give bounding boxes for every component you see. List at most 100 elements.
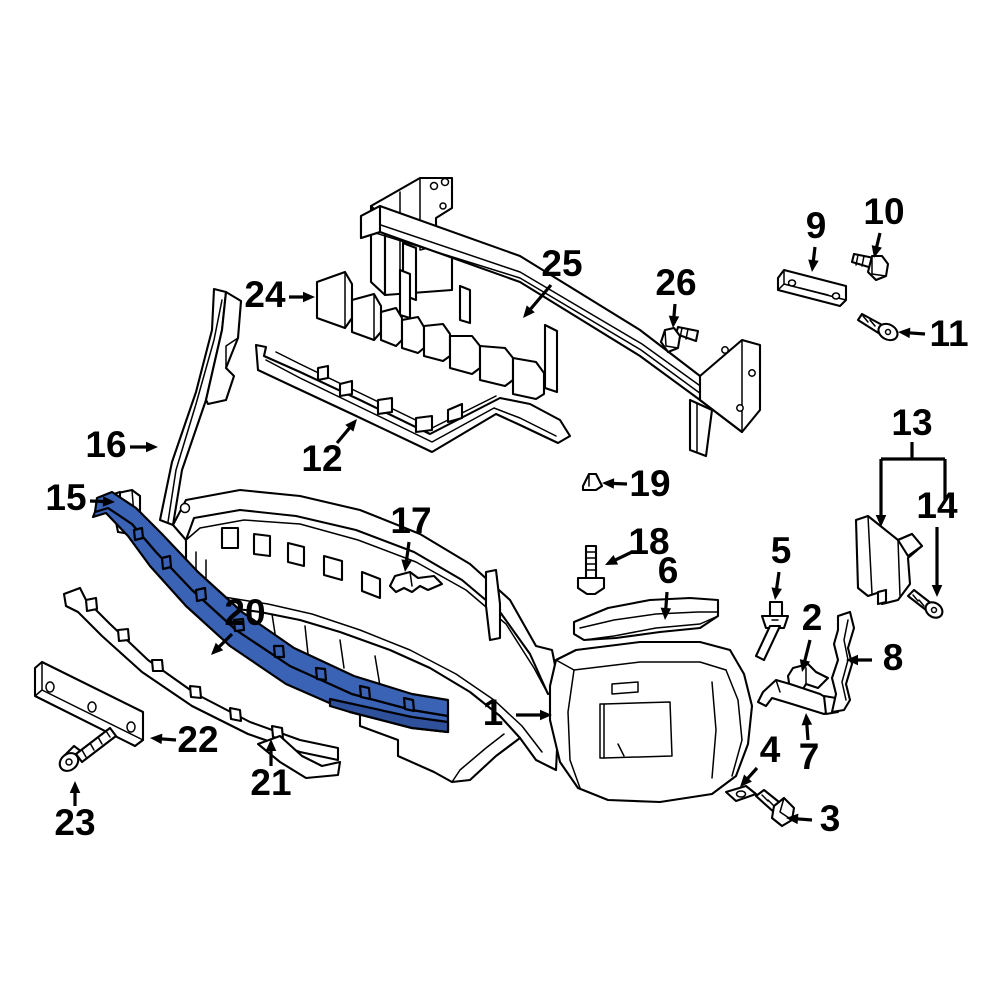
callout-10[interactable]: 10	[863, 191, 905, 258]
callout-number-24[interactable]: 24	[244, 274, 286, 315]
callout-leader-line-11	[906, 331, 926, 336]
callout-number-25[interactable]: 25	[541, 243, 582, 284]
callout-number-6[interactable]: 6	[658, 550, 679, 591]
part-flange-bolt[interactable]	[850, 252, 890, 282]
part-grommet-nut[interactable]	[581, 472, 604, 492]
callout-arrowhead-11	[898, 327, 911, 339]
callout-4[interactable]: 4	[740, 729, 781, 787]
callout-21[interactable]: 21	[250, 739, 292, 803]
callout-number-7[interactable]: 7	[799, 736, 820, 777]
callout-number-1[interactable]: 1	[483, 692, 504, 733]
callout-number-8[interactable]: 8	[883, 637, 904, 678]
callout-number-17[interactable]: 17	[390, 500, 431, 541]
callout-arrowhead-20	[211, 642, 224, 655]
callout-7[interactable]: 7	[799, 713, 820, 777]
callout-number-19[interactable]: 19	[629, 463, 670, 504]
callout-22[interactable]: 22	[150, 719, 219, 760]
callout-arrowhead-8	[846, 654, 858, 666]
part-hex-bolt[interactable]	[754, 788, 796, 828]
callout-13[interactable]: 13	[875, 402, 947, 527]
part-air-deflector-assembly[interactable]	[854, 514, 924, 606]
callout-leader-line-6	[664, 591, 669, 612]
callout-arrowhead-6	[660, 607, 672, 620]
callout-number-18[interactable]: 18	[628, 521, 669, 562]
callout-12[interactable]: 12	[301, 419, 357, 479]
callout-arrowhead-23	[69, 781, 81, 793]
callout-19[interactable]: 19	[602, 463, 671, 504]
callout-leader-line-12	[335, 424, 353, 445]
callout-8[interactable]: 8	[846, 637, 903, 678]
part-license-plate-bracket[interactable]	[776, 268, 848, 308]
callout-arrowhead-3	[786, 813, 799, 825]
part-side-support-bracket[interactable]	[756, 678, 840, 716]
callout-arrowhead-5	[771, 587, 782, 600]
part-tapping-screw[interactable]	[56, 726, 118, 775]
part-pan-head-screw[interactable]	[856, 312, 900, 343]
callout-leader-line-17	[404, 541, 411, 564]
callout-leader-line-25	[527, 283, 553, 313]
callout-number-9[interactable]: 9	[806, 205, 827, 246]
callout-1[interactable]: 1	[483, 692, 552, 733]
callout-number-22[interactable]: 22	[177, 719, 218, 760]
callout-number-23[interactable]: 23	[54, 802, 95, 843]
callout-9[interactable]: 9	[806, 205, 827, 272]
part-push-pin-rivet[interactable]	[754, 600, 790, 662]
callout-number-10[interactable]: 10	[863, 191, 904, 232]
callout-number-2[interactable]: 2	[802, 597, 823, 638]
part-front-bumper-lower-valance-highlighted[interactable]	[91, 490, 450, 734]
part-license-plate-mounting-bar[interactable]	[33, 660, 145, 748]
callout-25[interactable]: 25	[523, 243, 583, 318]
callout-number-12[interactable]: 12	[301, 438, 342, 479]
callout-number-11[interactable]: 11	[929, 313, 968, 354]
callout-leader-line-20	[216, 632, 234, 650]
callout-number-21[interactable]: 21	[250, 762, 291, 803]
callout-15[interactable]: 15	[45, 477, 115, 518]
part-lower-grille-molding[interactable]	[254, 343, 572, 454]
callout-arrowhead-9	[808, 259, 819, 272]
callout-number-20[interactable]: 20	[224, 592, 265, 633]
callout-arrowhead-19	[602, 478, 615, 489]
callout-24[interactable]: 24	[244, 274, 315, 315]
callout-arrowhead-16	[146, 441, 158, 453]
callout-number-5[interactable]: 5	[771, 530, 792, 571]
part-deflector-screw[interactable]	[906, 588, 945, 621]
callout-arrowhead-26	[668, 315, 680, 328]
callout-26[interactable]: 26	[655, 262, 697, 328]
callout-6[interactable]: 6	[658, 550, 679, 620]
callout-number-13[interactable]: 13	[891, 402, 932, 443]
callout-arrowhead-12	[345, 419, 357, 432]
callout-number-16[interactable]: 16	[85, 424, 126, 465]
callout-14[interactable]: 14	[916, 485, 958, 597]
callout-23[interactable]: 23	[54, 781, 96, 843]
part-retainer-plate-nut[interactable]	[724, 784, 758, 803]
callout-arrowhead-17	[401, 559, 412, 572]
callout-2[interactable]: 2	[799, 597, 823, 672]
part-bumper-trim-strip[interactable]	[572, 596, 720, 642]
part-reinforcement-bolt[interactable]	[659, 325, 700, 354]
part-energy-absorber-foam[interactable]	[315, 270, 546, 401]
part-bolt-with-washer[interactable]	[576, 544, 606, 596]
callout-11[interactable]: 11	[898, 313, 969, 354]
callout-number-26[interactable]: 26	[655, 262, 696, 303]
part-upper-fascia-support[interactable]	[158, 287, 562, 784]
callout-number-4[interactable]: 4	[760, 729, 781, 770]
callout-number-15[interactable]: 15	[45, 477, 86, 518]
callout-17[interactable]: 17	[390, 500, 432, 572]
callout-number-3[interactable]: 3	[820, 798, 841, 839]
callout-arrowhead-13	[875, 515, 887, 527]
callout-arrowhead-15	[102, 496, 115, 507]
callout-arrowhead-2	[799, 659, 811, 672]
part-bumper-reinforcement-beam[interactable]	[359, 176, 762, 458]
part-retaining-clip[interactable]	[388, 570, 444, 594]
part-lower-air-dam[interactable]	[62, 586, 342, 780]
callout-bracket-13	[879, 442, 947, 510]
callout-3[interactable]: 3	[786, 798, 840, 839]
callout-16[interactable]: 16	[85, 424, 158, 465]
callout-5[interactable]: 5	[771, 530, 792, 600]
callout-20[interactable]: 20	[211, 592, 266, 655]
callout-number-14[interactable]: 14	[916, 485, 958, 526]
part-front-bumper-cover-corner[interactable]	[548, 640, 754, 804]
callout-18[interactable]: 18	[605, 521, 670, 565]
callout-leader-line-7	[805, 721, 810, 741]
